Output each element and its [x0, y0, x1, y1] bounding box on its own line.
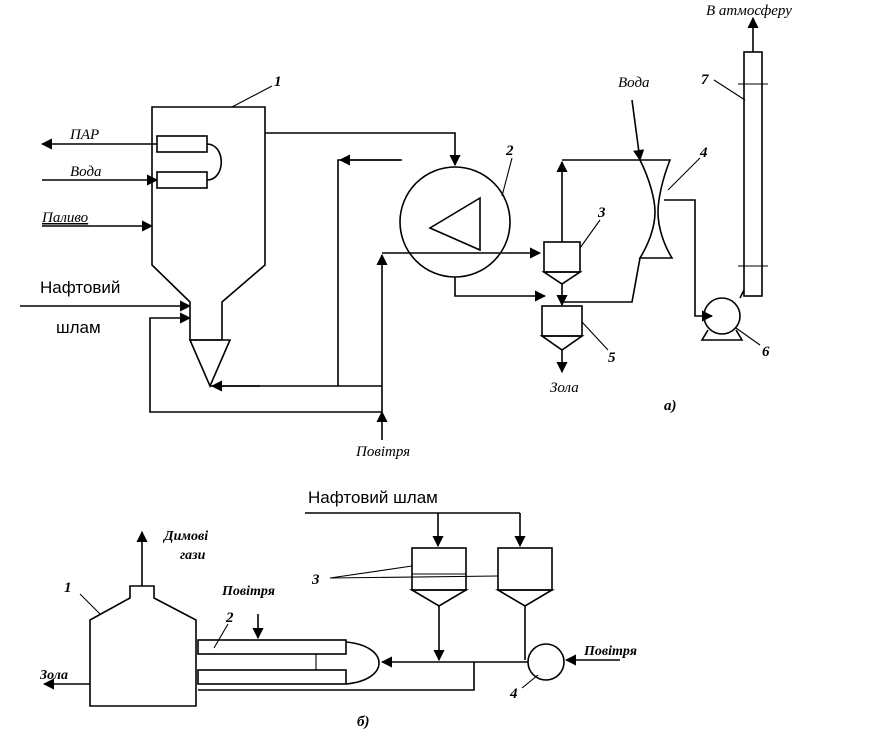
num-5: 5	[608, 350, 616, 366]
blower	[527, 643, 565, 681]
leader-6	[735, 327, 761, 346]
label-ash-b: Зола	[39, 668, 68, 683]
leader-7	[713, 79, 746, 101]
venturi-to-cyclone5	[562, 257, 641, 303]
air-to-boiler	[149, 312, 382, 413]
num-2: 2	[505, 143, 514, 159]
label-ash-a: Зола	[550, 380, 579, 396]
leader-3b-2	[329, 575, 499, 579]
label-fuel: Паливо	[41, 210, 89, 226]
label-water-scrubber: Вода	[618, 75, 650, 91]
leader-5	[581, 321, 609, 351]
label-air-right: Повітря	[583, 644, 637, 659]
cyclone-3	[543, 241, 581, 273]
recycle-line-b	[198, 662, 475, 691]
caption-a: а)	[664, 398, 677, 414]
cyclone-3-cone	[541, 271, 583, 285]
leader-3b-1	[329, 565, 413, 579]
label-air-a: Повітря	[355, 444, 410, 460]
tank-2	[497, 547, 553, 591]
exchanger-coil	[428, 196, 481, 252]
leader-2	[501, 157, 513, 197]
venturi-scrubber	[638, 159, 674, 259]
num-7: 7	[701, 72, 709, 88]
leader-2b	[213, 623, 229, 649]
leader-4b	[521, 674, 539, 689]
tank-2-cone	[495, 589, 555, 607]
steam-coil-top	[156, 135, 208, 153]
boiler-hopper	[188, 339, 232, 389]
num-3-b: 3	[311, 572, 320, 588]
label-steam: ПАР	[69, 127, 99, 143]
fan	[703, 297, 741, 335]
diagram-b: Нафтовий шлам 3 Повітря 4 Повітря 2	[39, 488, 637, 730]
burner-tube-bottom	[197, 669, 347, 685]
label-to-atmosphere: В атмосферу	[706, 3, 792, 19]
num-1-b: 1	[64, 580, 72, 596]
water-to-venturi	[631, 99, 645, 162]
num-1-a: 1	[274, 74, 282, 90]
exchanger-to-cyclone5	[454, 277, 547, 302]
num-4-a: 4	[699, 145, 708, 161]
diagram-a: ПАР Вода Паливо Нафтовий шлам 1 2 Повітр…	[20, 3, 792, 460]
caption-b: б)	[357, 714, 369, 730]
leader-4	[667, 157, 701, 191]
num-4-b: 4	[509, 686, 518, 702]
cyclone-5	[541, 305, 583, 337]
label-water-in: Вода	[70, 164, 102, 180]
boiler-body	[151, 106, 266, 341]
label-flue-2: гази	[180, 548, 206, 563]
recycle-line	[337, 159, 402, 386]
flue-to-exchanger	[265, 132, 461, 167]
furnace	[89, 585, 197, 707]
num-3: 3	[597, 205, 606, 221]
cyclone-5-cone	[539, 335, 585, 351]
heat-exchanger	[399, 166, 511, 278]
leader-3	[579, 219, 601, 249]
steam-coil-bottom	[156, 171, 208, 189]
tank-1	[411, 547, 467, 591]
burner-head	[345, 641, 380, 685]
burner-tube-top	[197, 639, 347, 655]
label-sludge-2: шлам	[56, 318, 101, 337]
label-sludge-b: Нафтовий шлам	[308, 488, 438, 507]
tank-1-cone	[409, 589, 469, 607]
leader-1b	[79, 593, 101, 615]
label-flue-1: Димові	[162, 529, 208, 544]
num-6: 6	[762, 344, 770, 360]
leader-1	[231, 85, 273, 108]
label-sludge-1: Нафтовий	[40, 278, 120, 297]
stack	[743, 51, 763, 297]
coil-bend	[206, 143, 222, 181]
label-air-top: Повітря	[221, 584, 275, 599]
num-2-b: 2	[225, 610, 234, 626]
fan-base	[700, 329, 744, 341]
